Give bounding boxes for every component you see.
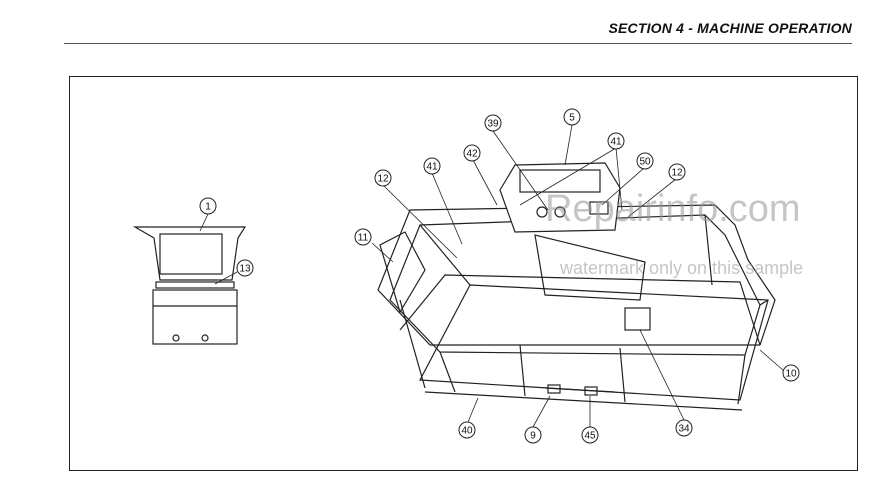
callout-13: 13 [236,259,254,277]
svg-text:50: 50 [639,157,651,168]
svg-text:1: 1 [205,202,211,213]
callout-11: 11 [354,228,372,246]
svg-text:10: 10 [785,369,797,380]
callout-41-top: 41 [607,132,625,150]
callout-12-right: 12 [668,163,686,181]
svg-text:13: 13 [239,264,251,275]
figure-frame [69,76,858,471]
svg-text:34: 34 [678,424,690,435]
callout-1: 1 [199,197,217,215]
svg-text:40: 40 [461,426,473,437]
svg-text:41: 41 [610,137,622,148]
callout-5: 5 [563,108,581,126]
platform-basket-drawing [377,162,776,411]
svg-text:9: 9 [530,431,536,442]
watermark-note: watermark only on this sample [560,258,804,278]
callout-34: 34 [675,419,693,437]
svg-text:12: 12 [671,168,683,179]
svg-text:11: 11 [358,233,369,244]
callout-39: 39 [484,114,502,132]
watermark-site: Repairinfo.com [545,188,801,230]
callout-45: 45 [581,426,599,444]
svg-text:41: 41 [426,162,438,173]
header-divider [64,43,852,44]
svg-text:5: 5 [569,113,575,124]
callout-9: 9 [524,426,542,444]
section-title: SECTION 4 - MACHINE OPERATION [608,20,852,36]
svg-text:42: 42 [466,149,478,160]
callout-50: 50 [636,152,654,170]
control-box-drawing [132,226,247,345]
callout-10: 10 [782,364,800,382]
callout-41-left: 41 [423,157,441,175]
svg-text:39: 39 [487,119,499,130]
callout-40: 40 [458,421,476,439]
svg-text:12: 12 [377,174,389,185]
leader-lines [199,124,785,428]
callout-12-left: 12 [374,169,392,187]
svg-text:45: 45 [584,431,596,442]
callout-42: 42 [463,144,481,162]
